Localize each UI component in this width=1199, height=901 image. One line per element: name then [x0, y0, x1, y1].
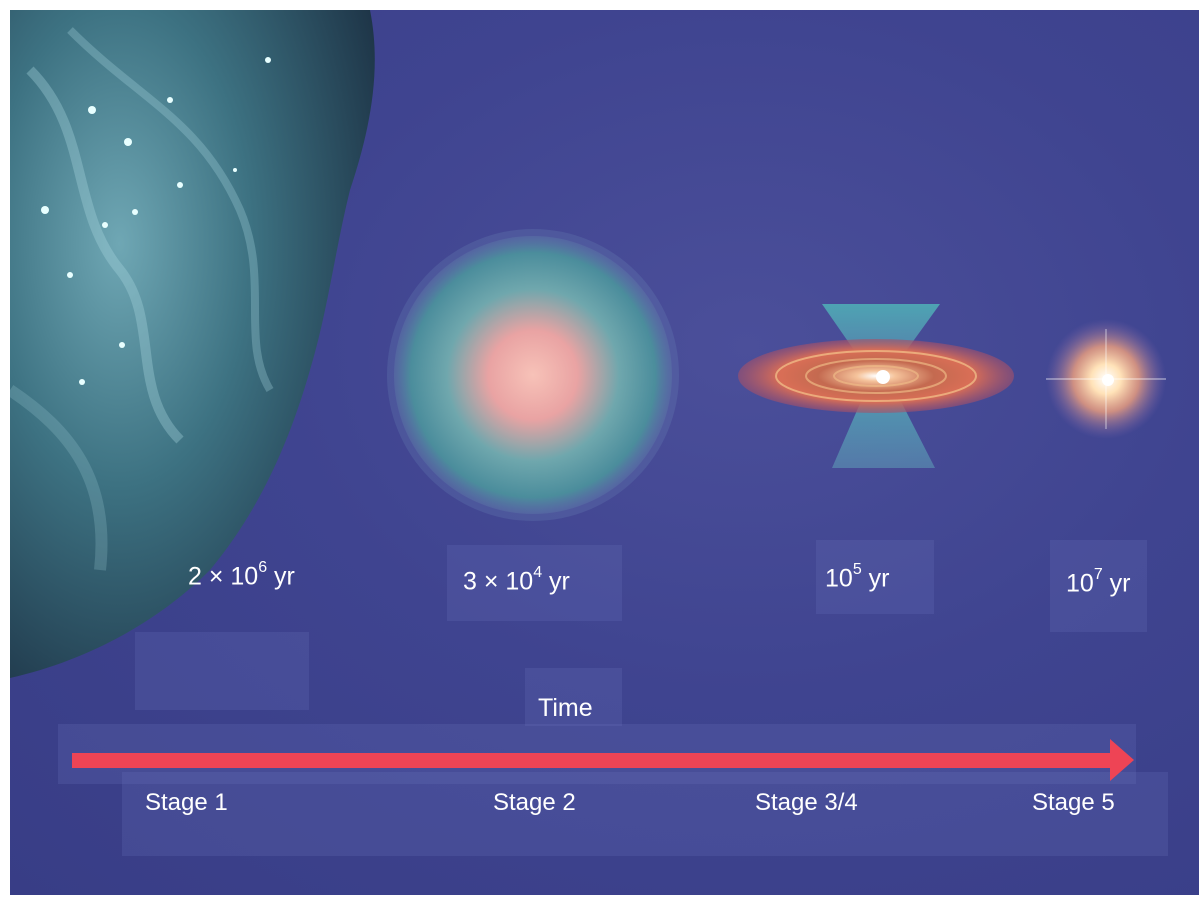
- timescale-label-1: 2 × 106 yr: [188, 559, 295, 591]
- time-axis-label: Time: [538, 694, 593, 722]
- illustration-layer: [10, 10, 1166, 781]
- protostar-disk-outflow: [738, 304, 1014, 468]
- timescale-label-4: 107 yr: [1066, 566, 1131, 598]
- time-arrow: [72, 739, 1134, 781]
- timescale-label-3: 105 yr: [825, 561, 890, 593]
- label-patch: [122, 772, 1168, 856]
- timescale-label-2: 3 × 104 yr: [463, 564, 570, 596]
- molecular-cloud: [10, 10, 375, 678]
- stage-label-2: Stage 2: [493, 789, 576, 816]
- label-patch: [447, 545, 622, 621]
- collapsing-core: [387, 229, 679, 521]
- stage-label-5: Stage 5: [1032, 789, 1115, 816]
- stage-label-3-4: Stage 3/4: [755, 789, 858, 816]
- label-patch: [135, 632, 309, 710]
- label-patch: [525, 668, 622, 726]
- star-formation-diagram: 2 × 106 yr 3 × 104 yr 105 yr 107 yr Time…: [10, 10, 1199, 895]
- label-patch: [816, 540, 934, 614]
- label-patch: [1050, 540, 1147, 632]
- stage-label-1: Stage 1: [145, 789, 228, 816]
- young-star: [1046, 319, 1166, 439]
